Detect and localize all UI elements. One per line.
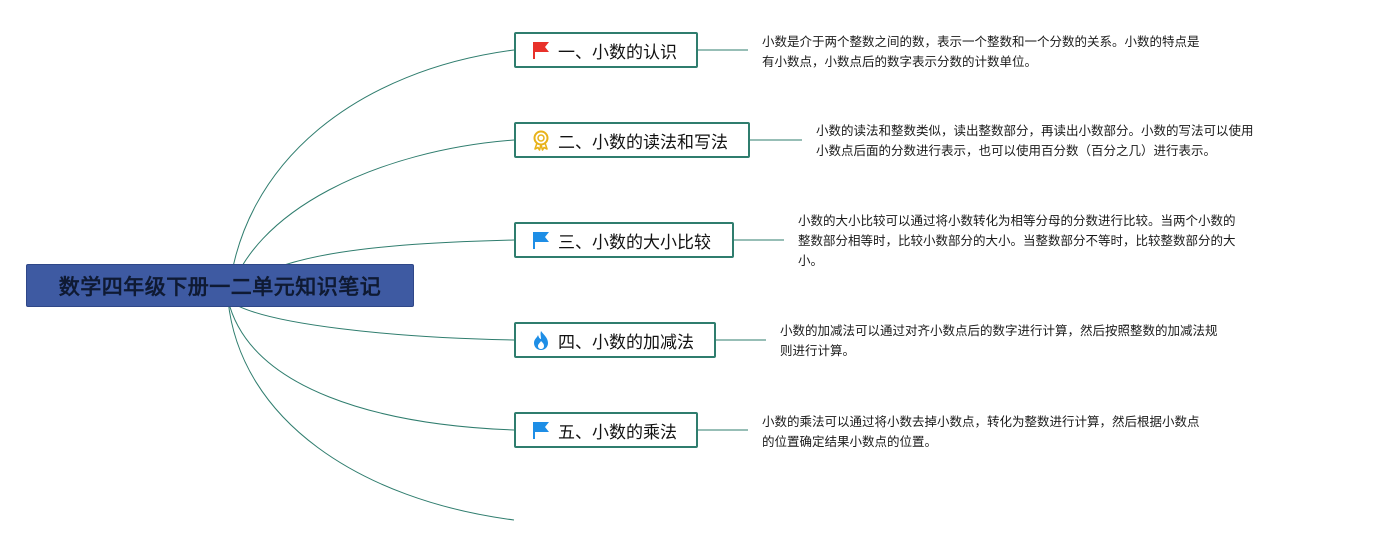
topic-note-4: 小数的加减法可以通过对齐小数点后的数字进行计算，然后按照整数的加减法规 则进行计…	[780, 321, 1218, 361]
topic-note-2: 小数的读法和整数类似，读出整数部分，再读出小数部分。小数的写法可以使用 小数点后…	[816, 121, 1254, 161]
red-flag-icon	[530, 39, 552, 61]
note-line: 的位置确定结果小数点的位置。	[762, 434, 938, 449]
note-line: 小数是介于两个整数之间的数，表示一个整数和一个分数的关系。小数的特点是	[762, 34, 1200, 49]
blue-flag-icon	[530, 229, 552, 251]
note-line: 小数的加减法可以通过对齐小数点后的数字进行计算，然后按照整数的加减法规	[780, 323, 1218, 338]
root-title: 数学四年级下册一二单元知识笔记	[58, 274, 382, 299]
topic-4[interactable]: 四、小数的加减法	[514, 322, 716, 358]
branch-connector-6	[227, 299, 515, 521]
flame-icon	[530, 329, 552, 351]
topic-label: 三、小数的大小比较	[558, 232, 711, 253]
award-medal-icon	[530, 129, 552, 151]
topic-note-1: 小数是介于两个整数之间的数，表示一个整数和一个分数的关系。小数的特点是 有小数点…	[762, 32, 1200, 72]
branch-connector-5	[227, 299, 515, 431]
topic-5[interactable]: 五、小数的乘法	[514, 412, 698, 448]
note-line: 有小数点，小数点后的数字表示分数的计数单位。	[762, 54, 1038, 69]
note-line: 小。	[798, 253, 824, 268]
topic-1[interactable]: 一、小数的认识	[514, 32, 698, 68]
topic-3[interactable]: 三、小数的大小比较	[514, 222, 734, 258]
note-line: 小数的读法和整数类似，读出整数部分，再读出小数部分。小数的写法可以使用	[816, 123, 1254, 138]
note-line: 小数点后面的分数进行表示，也可以使用百分数（百分之几）进行表示。	[816, 143, 1217, 158]
topic-label: 五、小数的乘法	[558, 422, 677, 443]
note-line: 小数的乘法可以通过将小数去掉小数点，转化为整数进行计算，然后根据小数点	[762, 414, 1200, 429]
topic-label: 四、小数的加减法	[558, 332, 694, 353]
topic-note-5: 小数的乘法可以通过将小数去掉小数点，转化为整数进行计算，然后根据小数点 的位置确…	[762, 412, 1200, 452]
topic-note-3: 小数的大小比较可以通过将小数转化为相等分母的分数进行比较。当两个小数的 整数部分…	[798, 211, 1236, 271]
blue-flag-icon	[530, 419, 552, 441]
branch-connector-1	[227, 49, 515, 301]
note-line: 则进行计算。	[780, 343, 856, 358]
topic-label: 二、小数的读法和写法	[558, 132, 728, 153]
topic-label: 一、小数的认识	[558, 42, 677, 63]
note-line: 整数部分相等时，比较小数部分的大小。当整数部分不等时，比较整数部分的大	[798, 233, 1236, 248]
note-line: 小数的大小比较可以通过将小数转化为相等分母的分数进行比较。当两个小数的	[798, 213, 1236, 228]
root-topic[interactable]: 数学四年级下册一二单元知识笔记	[26, 264, 414, 307]
topic-2[interactable]: 二、小数的读法和写法	[514, 122, 750, 158]
branch-connector-4	[227, 299, 515, 341]
